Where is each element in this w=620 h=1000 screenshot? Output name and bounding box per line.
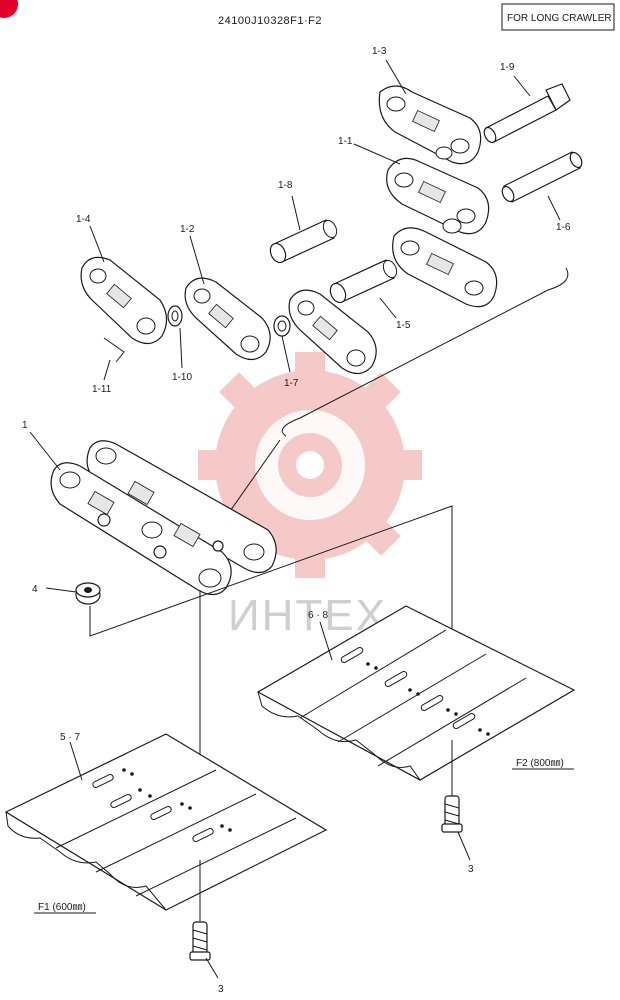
assembly-pointer-line — [227, 439, 281, 515]
seal-ring — [435, 146, 453, 160]
part-1-6-pin — [501, 151, 583, 203]
callout-leaders — [29, 59, 561, 979]
part-1-1-link — [386, 157, 490, 235]
track-shoes-f1 — [4, 733, 328, 911]
callout-5-7: 5 · 7 — [60, 732, 80, 743]
part-4-nut — [75, 582, 101, 605]
callout-6-8: 6 · 8 — [308, 610, 328, 621]
watermark-text: ИНТЕХ — [228, 591, 387, 640]
track-shoes-f2 — [256, 605, 576, 781]
part-3-bolt-right — [441, 740, 463, 833]
seal-ring — [442, 218, 462, 234]
callout-1: 1 — [22, 420, 28, 431]
callout-1-6: 1-6 — [556, 222, 571, 233]
note-box — [501, 3, 615, 31]
part-1-8-bushing — [269, 219, 338, 264]
nut-leader-line — [89, 505, 453, 740]
part-1-5-bushing — [329, 259, 398, 304]
variant-f2-label: F2 (800㎜) — [516, 758, 564, 769]
variant-f1-label: F1 (600㎜) — [38, 902, 86, 913]
note-text: FOR LONG CRAWLER — [507, 13, 612, 24]
callout-1-10: 1-10 — [172, 372, 192, 383]
callout-3-lower: 3 — [218, 984, 224, 995]
track-chain-assembly — [50, 440, 277, 596]
callout-1-5: 1-5 — [396, 320, 411, 331]
part-1-4-link — [80, 256, 168, 345]
part-1-10-seal-bore — [171, 310, 179, 322]
callout-4: 4 — [32, 584, 38, 595]
part-1-11-spring-pin — [103, 337, 125, 363]
part-3-bolt-lower — [189, 860, 211, 961]
callout-1-2: 1-2 — [180, 224, 195, 235]
assembly-bracket-line — [281, 267, 569, 437]
callout-1-1: 1-1 — [338, 136, 353, 147]
callout-1-3: 1-3 — [372, 46, 387, 57]
part-1-3-link — [378, 85, 482, 165]
drawing-number: 24100J10328F1·F2 — [218, 15, 322, 27]
part-1-2-link — [184, 277, 271, 361]
part-link-middle — [288, 289, 377, 375]
callout-1-7: 1-7 — [284, 378, 299, 389]
corner-badge-icon — [0, 0, 18, 18]
callout-3-right: 3 — [468, 864, 474, 875]
part-1-9-pin — [483, 83, 571, 144]
part-link-right — [392, 227, 498, 308]
callout-1-4: 1-4 — [76, 214, 91, 225]
callout-1-8: 1-8 — [278, 180, 293, 191]
callout-1-9: 1-9 — [500, 62, 515, 73]
part-1-7-seal-bore — [277, 320, 287, 332]
callout-1-11: 1-11 — [92, 384, 112, 395]
